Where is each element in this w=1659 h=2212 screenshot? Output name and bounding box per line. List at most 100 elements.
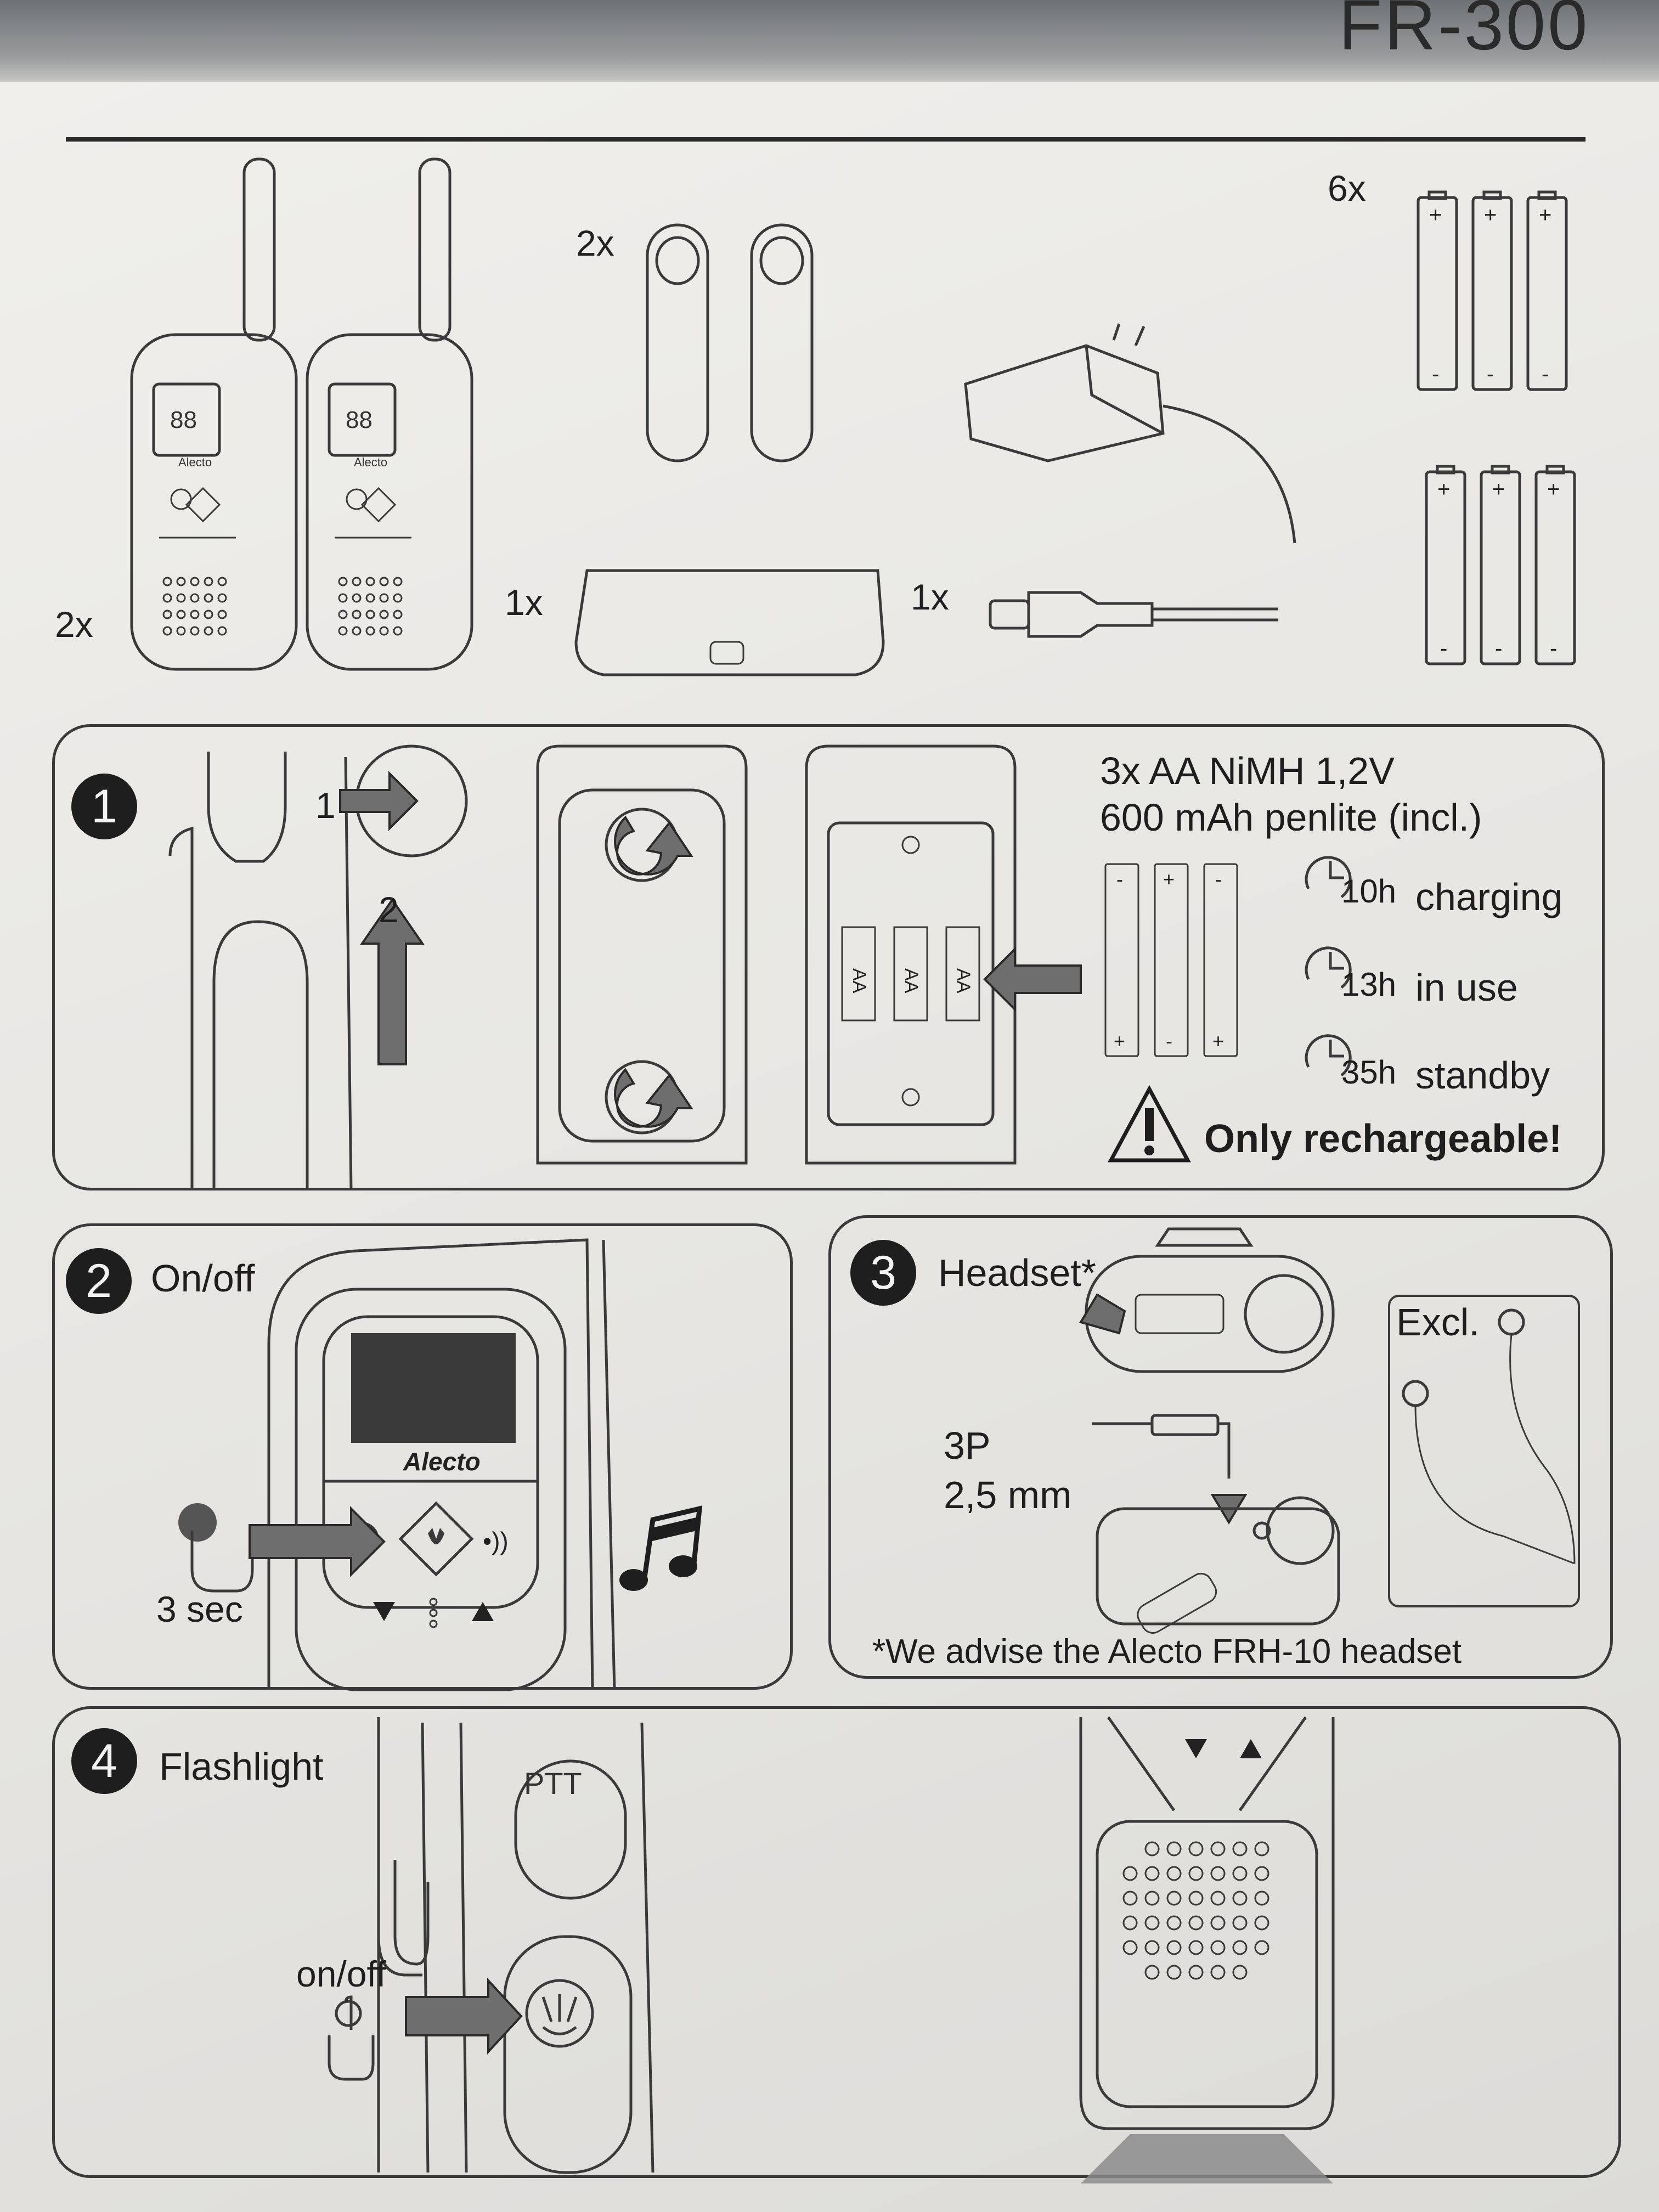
warning-icon [1108, 1085, 1191, 1163]
ptt-button-label: PTT [524, 1766, 582, 1801]
left-radio-speaker-grille [162, 577, 227, 636]
step1-battery-set-icon: - + + - - + [1104, 863, 1238, 1057]
headset-excluded-box [1388, 1295, 1580, 1607]
step1-battery-panel [52, 724, 1605, 1190]
cell-2-label: AA [901, 968, 922, 994]
step3-number: 3 [850, 1240, 916, 1306]
step2-radio-front-illustration: Alecto •)) [267, 1238, 616, 1691]
charging-cradle-illustration [574, 569, 885, 676]
svg-text:+: + [1437, 477, 1450, 501]
step4-radio-front-illustration [1079, 1716, 1335, 2183]
step4-radio-side-illustration: PTT [377, 1717, 654, 2174]
clock-icon [1305, 946, 1352, 989]
cell-3-label: AA [953, 968, 974, 994]
walkie-quantity: 2x [55, 604, 93, 645]
charging-time: 10h [1341, 873, 1397, 910]
step3-headset-panel [828, 1215, 1613, 1679]
svg-text:-: - [1166, 1030, 1172, 1052]
step4-number: 4 [71, 1728, 137, 1794]
svg-text:-: - [1215, 868, 1222, 890]
svg-text:-: - [1495, 636, 1502, 661]
usb-cable-illustration [989, 591, 1278, 638]
rechargeable-warning: Only rechargeable! [1204, 1117, 1562, 1161]
headset-plug-illustration [1092, 1414, 1340, 1634]
lift-arrow-up-icon [360, 898, 425, 1065]
step2-title: On/off [151, 1257, 255, 1300]
svg-text:+: + [1429, 203, 1442, 227]
model-number: FR-300 [1339, 0, 1590, 65]
step1-arrow2-label: 2 [379, 889, 399, 930]
svg-text:+: + [1163, 868, 1175, 890]
plug-type: 3P [944, 1424, 991, 1467]
clip-quantity: 2x [576, 223, 614, 263]
headset-advice-note: *We advise the Alecto FRH-10 headset [872, 1633, 1462, 1671]
step3-title: Headset* [938, 1251, 1096, 1294]
press-arrow-icon [249, 1506, 386, 1577]
svg-text:+: + [1539, 203, 1551, 227]
in-use-time: 13h [1341, 966, 1397, 1003]
svg-text:88: 88 [346, 407, 373, 433]
cell-1-label: AA [849, 968, 870, 994]
svg-text:-: - [1440, 636, 1447, 661]
step1-number: 1 [71, 774, 137, 839]
press-hand-icon [178, 1503, 386, 1593]
clock-icon [1305, 856, 1352, 899]
flashlight-button-label: on/off [296, 1954, 386, 1994]
battery-spec-line2: 600 mAh penlite (incl.) [1100, 796, 1482, 839]
rotate-screw-top-icon [614, 815, 693, 876]
step1-clip-removal-illustration [168, 744, 468, 1191]
step1-back-cover-illustration [536, 744, 748, 1165]
flashlight-beam [1081, 2134, 1333, 2183]
press-flashlight-arrow-icon [405, 1977, 523, 2055]
battery-quantity: 6x [1328, 168, 1366, 208]
svg-text:-: - [1542, 362, 1549, 386]
standby-time: 35h [1341, 1054, 1397, 1091]
slide-arrow-right-icon [339, 771, 419, 831]
battery-spec-line1: 3x AA NiMH 1,2V [1100, 749, 1395, 792]
left-radio-brand: Alecto [178, 455, 212, 469]
svg-text:+: + [1114, 1030, 1125, 1052]
scanner-lid-background: FR-300 [0, 0, 1659, 82]
headset-port-cover-illustration [1079, 1227, 1335, 1373]
cable-quantity: 1x [911, 577, 949, 617]
svg-text:•)): •)) [483, 1527, 509, 1555]
step2-number: 2 [66, 1248, 132, 1314]
headset-excluded-label: Excl. [1396, 1301, 1480, 1344]
insert-battery-arrow-icon [983, 946, 1082, 1012]
header-rule [66, 137, 1585, 142]
open-cover-arrow-icon [1079, 1293, 1126, 1335]
svg-text:88: 88 [170, 407, 197, 433]
earphone-illustration [1402, 1308, 1576, 1565]
step1-arrow1-label: 1 [315, 785, 336, 826]
step4-title: Flashlight [159, 1745, 324, 1788]
hold-time: 3 sec [156, 1589, 243, 1629]
svg-text:-: - [1432, 362, 1439, 386]
in-use-label: in use [1415, 966, 1518, 1009]
step2-radio-brand: Alecto [403, 1447, 481, 1476]
flashlight-button-icon [525, 1979, 594, 2048]
svg-text:+: + [1492, 477, 1505, 501]
right-radio-brand: Alecto [354, 455, 387, 469]
svg-text:-: - [1116, 868, 1123, 890]
charger-quantity: 1x [505, 582, 543, 623]
svg-text:+: + [1547, 477, 1560, 501]
charging-label: charging [1415, 876, 1563, 918]
svg-text:+: + [1484, 203, 1497, 227]
power-adapter-illustration [964, 323, 1296, 544]
press-hand-icon [328, 1995, 375, 2081]
right-radio-speaker-grille [338, 577, 403, 636]
aa-batteries-illustration: + - + - + - + - + - + - [1417, 190, 1576, 665]
svg-text:-: - [1550, 636, 1557, 661]
music-notes-icon [619, 1505, 703, 1591]
rotate-screw-bottom-icon [614, 1068, 693, 1128]
svg-text:-: - [1487, 362, 1494, 386]
manual-page [0, 82, 1659, 2212]
standby-label: standby [1415, 1054, 1550, 1097]
walkie-talkie-pair-illustration: 88 Alecto 88 Alecto [130, 157, 473, 671]
belt-clips-illustration [646, 223, 814, 462]
step4-speaker-grille [1122, 1841, 1269, 1980]
step4-flashlight-panel [52, 1706, 1621, 2178]
svg-text:+: + [1212, 1030, 1224, 1052]
step1-battery-compartment-illustration: AA AA AA [805, 744, 1082, 1165]
clock-icon [1305, 1034, 1352, 1077]
